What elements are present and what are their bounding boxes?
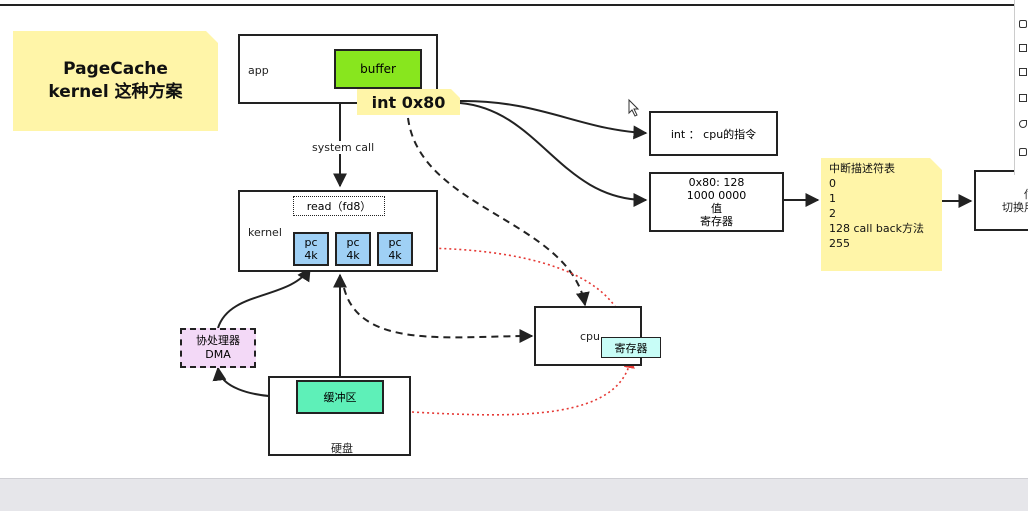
app-label: app xyxy=(248,64,269,77)
page-cache-3-size: 4k xyxy=(388,249,402,262)
idt-title: 中断描述符表 xyxy=(829,162,895,175)
page-cache-1-label: pc xyxy=(304,236,318,249)
kernel-label: kernel xyxy=(248,226,282,239)
read-fd8-label: read（fd8） xyxy=(306,200,372,213)
dma-line-1: 协处理器 xyxy=(196,334,240,347)
mouse-cursor-icon xyxy=(628,98,640,117)
arrow-int-instruction xyxy=(459,99,648,140)
int-0x80-note: int 0x80 xyxy=(357,89,460,115)
idt-row-1: 1 xyxy=(829,192,836,205)
page-cache-1-size: 4k xyxy=(304,249,318,262)
register-line-2: 1000 0000 xyxy=(686,189,747,202)
idt-row-2: 2 xyxy=(829,207,836,220)
side-toolbar xyxy=(1014,0,1028,175)
page-cache-2-size: 4k xyxy=(346,249,360,262)
cpu-register-box: 寄存器 xyxy=(601,337,661,358)
page-cache-2: pc 4k xyxy=(335,232,371,266)
idt-row-3: 128 call back方法 xyxy=(829,222,925,235)
idt-row-4: 255 xyxy=(829,237,850,250)
cpu-register-label: 寄存器 xyxy=(614,341,648,355)
bottom-strip xyxy=(0,478,1028,511)
int-instruction-label: int ： cpu的指令 xyxy=(670,127,757,141)
buffer-label: buffer xyxy=(360,62,396,76)
pen-icon[interactable] xyxy=(1019,20,1027,28)
undo-icon[interactable] xyxy=(1019,120,1027,128)
title-line-1: PageCache xyxy=(63,59,168,79)
arrow-dma-kernel xyxy=(217,266,311,329)
register-line-3: 值 xyxy=(711,202,722,215)
page-cache-3: pc 4k xyxy=(377,232,413,266)
comment-icon[interactable] xyxy=(1019,148,1027,156)
arrow-int-register xyxy=(459,102,648,207)
cpu-label: cpu xyxy=(580,330,601,343)
int-instruction-box: int ： cpu的指令 xyxy=(649,111,778,156)
disk-buffer-label: 缓冲区 xyxy=(323,391,357,404)
read-fd8-box: read（fd8） xyxy=(293,196,385,216)
page-cache-3-label: pc xyxy=(388,236,402,249)
switch-box: 估 切换用 xyxy=(974,170,1028,231)
arrow-kernel-cpu xyxy=(343,287,534,344)
register-value-box: 0x80: 128 1000 0000 值 寄存器 xyxy=(649,172,784,232)
idt-note: 中断描述符表 0 1 2 128 call back方法 255 xyxy=(821,158,942,271)
diagram-canvas: PageCache kernel 这种方案 app buffer int 0x8… xyxy=(0,0,1028,478)
register-line-4: 寄存器 xyxy=(700,215,733,228)
dma-box: 协处理器 DMA xyxy=(180,328,256,368)
system-call-label: system call xyxy=(310,141,377,154)
arrow-int-cpu xyxy=(407,117,590,307)
title-note: PageCache kernel 这种方案 xyxy=(13,31,218,131)
frame-icon[interactable] xyxy=(1019,68,1027,76)
red-arrow-disk-register xyxy=(411,356,635,416)
disk-buffer-box: 缓冲区 xyxy=(296,380,384,414)
disk-label: 硬盘 xyxy=(331,442,353,455)
idt-row-0: 0 xyxy=(829,177,836,190)
copy-icon[interactable] xyxy=(1019,44,1027,52)
int-0x80-label: int 0x80 xyxy=(371,92,446,112)
register-line-1: 0x80: 128 xyxy=(688,176,745,189)
switch-line-2: 切换用 xyxy=(1002,201,1028,214)
page-cache-2-label: pc xyxy=(346,236,360,249)
square-icon[interactable] xyxy=(1019,94,1027,102)
switch-line-1: 估 xyxy=(1024,188,1028,201)
buffer-box: buffer xyxy=(334,49,422,89)
page-cache-1: pc 4k xyxy=(293,232,329,266)
dma-line-2: DMA xyxy=(205,348,231,361)
title-line-2: kernel 这种方案 xyxy=(48,82,183,102)
